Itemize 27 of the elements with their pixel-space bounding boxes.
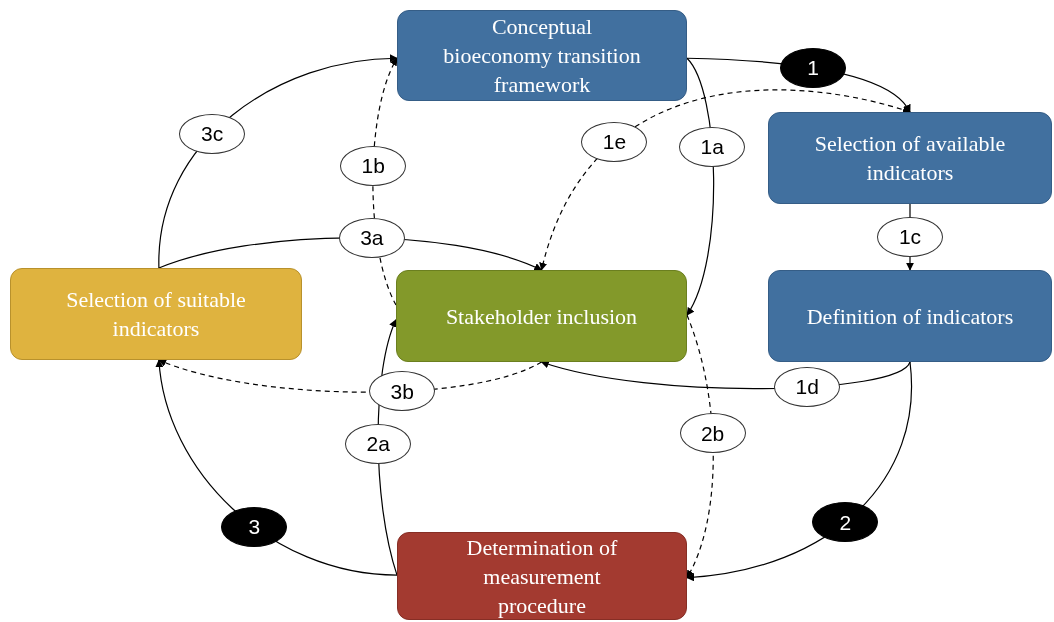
box-text: Determination of measurement procedure bbox=[465, 533, 619, 620]
box-text: Selection of available indicators bbox=[813, 130, 1007, 187]
edge-label: 1d bbox=[774, 367, 841, 408]
box-text: Conceptual bioeconomy transition framework bbox=[442, 13, 642, 99]
edge-label: 2a bbox=[345, 423, 412, 464]
box-text: Definition of indicators bbox=[806, 302, 1014, 331]
dashed-arrow bbox=[686, 314, 714, 579]
edge-label: 1c bbox=[877, 217, 943, 257]
edge-label: 3 bbox=[221, 506, 288, 547]
process-box bbox=[10, 268, 302, 360]
edge-label: 3c bbox=[179, 113, 246, 154]
process-box bbox=[768, 112, 1052, 204]
edge-label: 3a bbox=[338, 218, 405, 259]
edge-label: 1a bbox=[679, 126, 746, 167]
box-text: Stakeholder inclusion bbox=[445, 302, 638, 331]
process-box bbox=[768, 270, 1052, 362]
edge-label: 1 bbox=[780, 47, 847, 88]
edge-label: 1e bbox=[581, 122, 648, 163]
edge-label: 3b bbox=[369, 371, 436, 412]
process-box bbox=[396, 270, 687, 362]
dashed-arrow bbox=[539, 89, 911, 271]
process-box bbox=[397, 10, 687, 101]
edge-label: 1b bbox=[340, 145, 407, 186]
edge-label: 2 bbox=[812, 502, 879, 543]
box-text: Selection of suitable indicators bbox=[65, 286, 247, 343]
process-box bbox=[397, 532, 687, 620]
edge-label: 2b bbox=[679, 413, 746, 454]
